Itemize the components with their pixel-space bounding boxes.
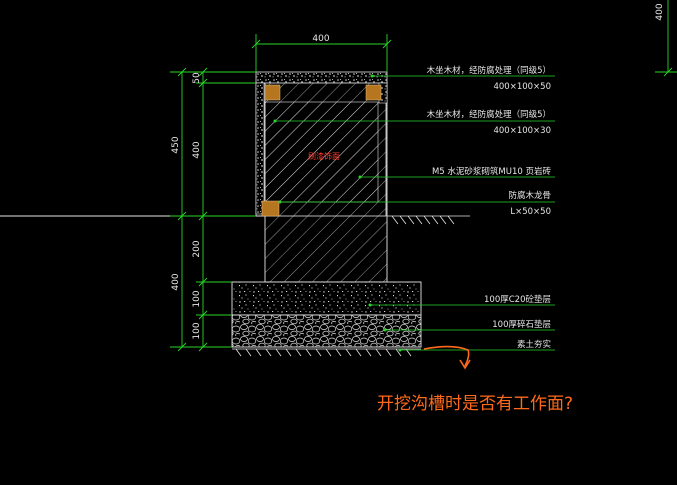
- gravel-cushion-layer: [231, 314, 422, 348]
- top-dimension-400: [251, 34, 392, 72]
- callout-2-line2: 400×100×30: [493, 126, 551, 136]
- left-outer-dim-chain: [170, 67, 256, 352]
- callout-1-line1: 木坐木材，经防腐处理（同级5）: [427, 65, 551, 76]
- annotation-arrow: [423, 345, 470, 367]
- question-annotation: 开挖沟槽时是否有工作面?: [377, 394, 573, 414]
- corner-dimension-text: 400: [655, 3, 665, 20]
- ground-hatch-right: [387, 215, 470, 225]
- left-inner-dim-50: 50: [192, 72, 202, 84]
- callout-1-line2: 400×100×50: [493, 82, 551, 92]
- left-inner-dim-100a: 100: [192, 290, 202, 307]
- concrete-cushion-layer: [231, 281, 422, 316]
- callout-2-line1: 木坐木材，经防腐处理（同级5）: [427, 109, 551, 120]
- top-dimension-text: 400: [312, 34, 329, 44]
- left-outer-dim-400: 400: [171, 273, 181, 290]
- wood-side-left: [255, 82, 265, 215]
- callout-4-line1: 防腐木龙骨: [508, 190, 551, 201]
- seat-inner: [263, 101, 379, 203]
- left-outer-dim-450: 450: [171, 136, 181, 153]
- wood-keel-pieces: [261, 84, 382, 217]
- wall-finish-label: 刷漆饰面: [308, 151, 340, 161]
- callout-5-line1: 100厚C20砼垫层: [484, 294, 551, 305]
- leader-dots: [273, 74, 402, 352]
- left-inner-dim-chain: [196, 67, 256, 352]
- callout-7-line1: 素土夯实: [517, 339, 551, 350]
- leader-lines: [275, 75, 555, 351]
- left-inner-dim-400: 400: [192, 141, 202, 158]
- left-inner-dim-200: 200: [192, 240, 202, 257]
- callout-6-line1: 100厚碎石垫层: [492, 319, 551, 330]
- callout-3-line1: M5 水泥砂浆砌筑MU10 页岩砖: [432, 166, 552, 177]
- wood-cap-board: [255, 71, 388, 84]
- corner-dimension: [655, 0, 677, 77]
- compacted-soil-marks: [232, 348, 421, 357]
- left-inner-dim-100b: 100: [192, 322, 202, 339]
- annotation-arrowhead: [459, 359, 471, 370]
- callout-4-line2: L×50×50: [510, 207, 551, 217]
